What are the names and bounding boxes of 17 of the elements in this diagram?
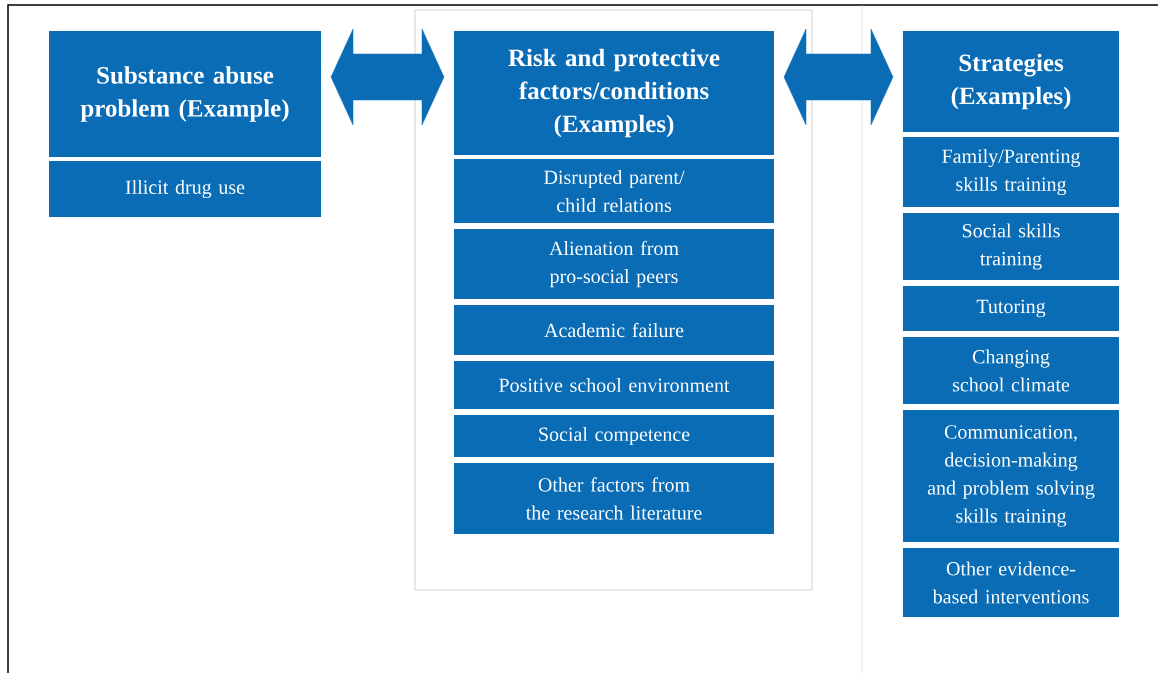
double-arrow	[783, 28, 894, 126]
item-box: Disrupted parent/ child relations	[452, 157, 776, 225]
item-box: Positive school environment	[452, 359, 776, 411]
item-box: Communication, decision-making and problem solving skills training	[901, 408, 1121, 544]
item-box: Other evidence-based interventions	[901, 546, 1121, 619]
item-box: Tutoring	[901, 284, 1121, 333]
item-box: Changing school climate	[901, 335, 1121, 406]
item-box: Other factors from the research literature	[452, 461, 776, 536]
item-box: Illicit drug use	[47, 159, 323, 219]
item-box: Social skills training	[901, 211, 1121, 282]
header-box: Strategies (Examples)	[901, 29, 1121, 134]
double-arrow	[330, 28, 445, 126]
item-box: Social competence	[452, 413, 776, 459]
item-box: Family/Parenting skills training	[901, 135, 1121, 209]
item-box: Alienation from pro-social peers	[452, 227, 776, 301]
item-box: Academic failure	[452, 303, 776, 357]
header-box: Risk and protective factors/conditions (Examples)	[452, 29, 776, 157]
